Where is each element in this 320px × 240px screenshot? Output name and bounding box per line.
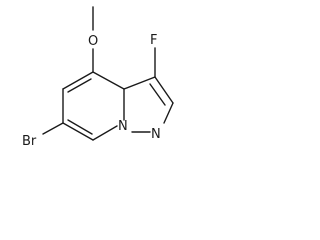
bromine-atom-label: Br — [22, 134, 37, 149]
bond-c3-c2-double — [149, 83, 166, 106]
bond-c6-br — [42, 122, 64, 135]
bond-c3-c2 — [154, 76, 174, 104]
oxygen-atom-label: O — [88, 34, 98, 49]
bond-c3a-c4 — [92, 71, 125, 90]
bond-c2-n2 — [163, 102, 174, 124]
bond-c4-c5-double — [67, 78, 92, 93]
bond-c6-c7-double — [67, 119, 93, 135]
bond-c6-c7 — [62, 122, 94, 141]
bond-c7-n1 — [92, 125, 118, 141]
pyrazole-nitrogen-label: N — [151, 127, 161, 142]
chemical-structure-diagram: F O Br N N — [22, 6, 174, 149]
bond-c4-c5 — [62, 71, 94, 90]
structure-canvas: F O Br N N — [0, 0, 195, 156]
bond-c3a-c3 — [123, 76, 156, 90]
bridgehead-nitrogen-label: N — [118, 119, 128, 134]
fluorine-atom-label: F — [150, 33, 157, 48]
